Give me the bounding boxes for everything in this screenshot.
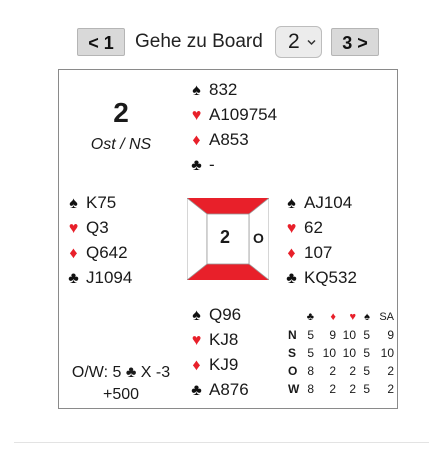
table-row: S 5 10 10 5 10: [288, 346, 394, 360]
heart-icon: ♥: [191, 332, 202, 349]
table-row: W 8 2 2 5 2: [288, 382, 394, 396]
hand-clubs: ♣J1094: [65, 265, 132, 290]
board-number: 2: [113, 97, 129, 128]
spade-icon: ♠: [192, 82, 201, 99]
diamond-icon: ♦: [192, 132, 201, 149]
heart-icon: ♥: [191, 107, 202, 124]
hand-spades: ♠832: [188, 77, 277, 102]
hand-hearts: ♥KJ8: [188, 327, 249, 352]
hand-spades: ♠AJ104: [283, 190, 357, 215]
tricks-header-row: ♣ ♦ ♥ ♠ SA: [288, 308, 394, 326]
previous-board-button[interactable]: < 1: [77, 28, 125, 56]
diamond-icon: ♦: [69, 245, 78, 262]
goto-board-label: Gehe zu Board: [135, 31, 263, 52]
heart-icon: ♥: [286, 220, 297, 237]
vulnerability-label: Ost / NS: [90, 136, 152, 153]
chevron-down-icon: [307, 35, 316, 49]
hand-spades: ♠K75: [65, 190, 132, 215]
next-board-button[interactable]: 3 >: [331, 28, 379, 56]
hand-clubs: ♣-: [188, 152, 277, 177]
table-row: N 5 9 10 5 9: [288, 328, 394, 342]
west-hand: ♠K75 ♥Q3 ♦Q642 ♣J1094: [65, 190, 132, 290]
diamond-icon: ♦: [287, 245, 296, 262]
compass-board-number: 2: [220, 227, 231, 247]
spade-icon: ♠: [287, 195, 296, 212]
hand-hearts: ♥62: [283, 215, 357, 240]
club-icon: ♣: [191, 157, 202, 174]
east-hand: ♠AJ104 ♥62 ♦107 ♣KQ532: [283, 190, 357, 290]
spade-icon: ♠: [364, 311, 370, 323]
table-row: O 8 2 2 5 2: [288, 364, 394, 378]
diamond-icon: ♦: [330, 311, 336, 323]
south-hand: ♠Q96 ♥KJ8 ♦KJ9 ♣A876: [188, 302, 249, 402]
divider: [14, 442, 429, 443]
hand-spades: ♠Q96: [188, 302, 249, 327]
hand-hearts: ♥A109754: [188, 102, 277, 127]
spade-icon: ♠: [192, 307, 201, 324]
compass-box: 2 O: [186, 197, 270, 281]
club-icon: ♣: [68, 270, 79, 287]
double-dummy-table: ♣ ♦ ♥ ♠ SA N 5 9 10 5 9 S 5 10 10 5 10 O…: [288, 308, 394, 398]
hand-hearts: ♥Q3: [65, 215, 132, 240]
diamond-icon: ♦: [192, 357, 201, 374]
contract-line: O/W: 5 ♣ X -3: [71, 364, 171, 381]
deal-diagram: 2 Ost / NS ♠832 ♥A109754 ♦A853 ♣- ♠K75 ♥…: [58, 69, 398, 409]
club-icon: ♣: [286, 270, 297, 287]
spade-icon: ♠: [69, 195, 78, 212]
hand-diamonds: ♦Q642: [65, 240, 132, 265]
club-icon: ♣: [191, 382, 202, 399]
club-icon: ♣: [306, 311, 314, 323]
board-select-value: 2: [288, 30, 300, 53]
heart-icon: ♥: [349, 311, 356, 323]
hand-clubs: ♣A876: [188, 377, 248, 402]
score-value: +500: [102, 386, 140, 403]
hand-clubs: ♣KQ532: [283, 265, 357, 290]
dealer-mark: O: [253, 230, 264, 246]
hand-diamonds: ♦107: [283, 240, 357, 265]
heart-icon: ♥: [68, 220, 79, 237]
notrump-header: SA: [379, 311, 394, 323]
board-select[interactable]: 2: [275, 26, 322, 58]
hand-diamonds: ♦A853: [188, 127, 277, 152]
board-navigation: < 1 Gehe zu Board 2 3 >: [0, 26, 429, 58]
vulnerability-compass-icon: [186, 197, 270, 281]
hand-diamonds: ♦KJ9: [188, 352, 249, 377]
north-hand: ♠832 ♥A109754 ♦A853 ♣-: [188, 77, 277, 177]
club-icon: ♣: [125, 364, 137, 381]
contract-result: O/W: 5 ♣ X -3 +500: [59, 362, 183, 406]
